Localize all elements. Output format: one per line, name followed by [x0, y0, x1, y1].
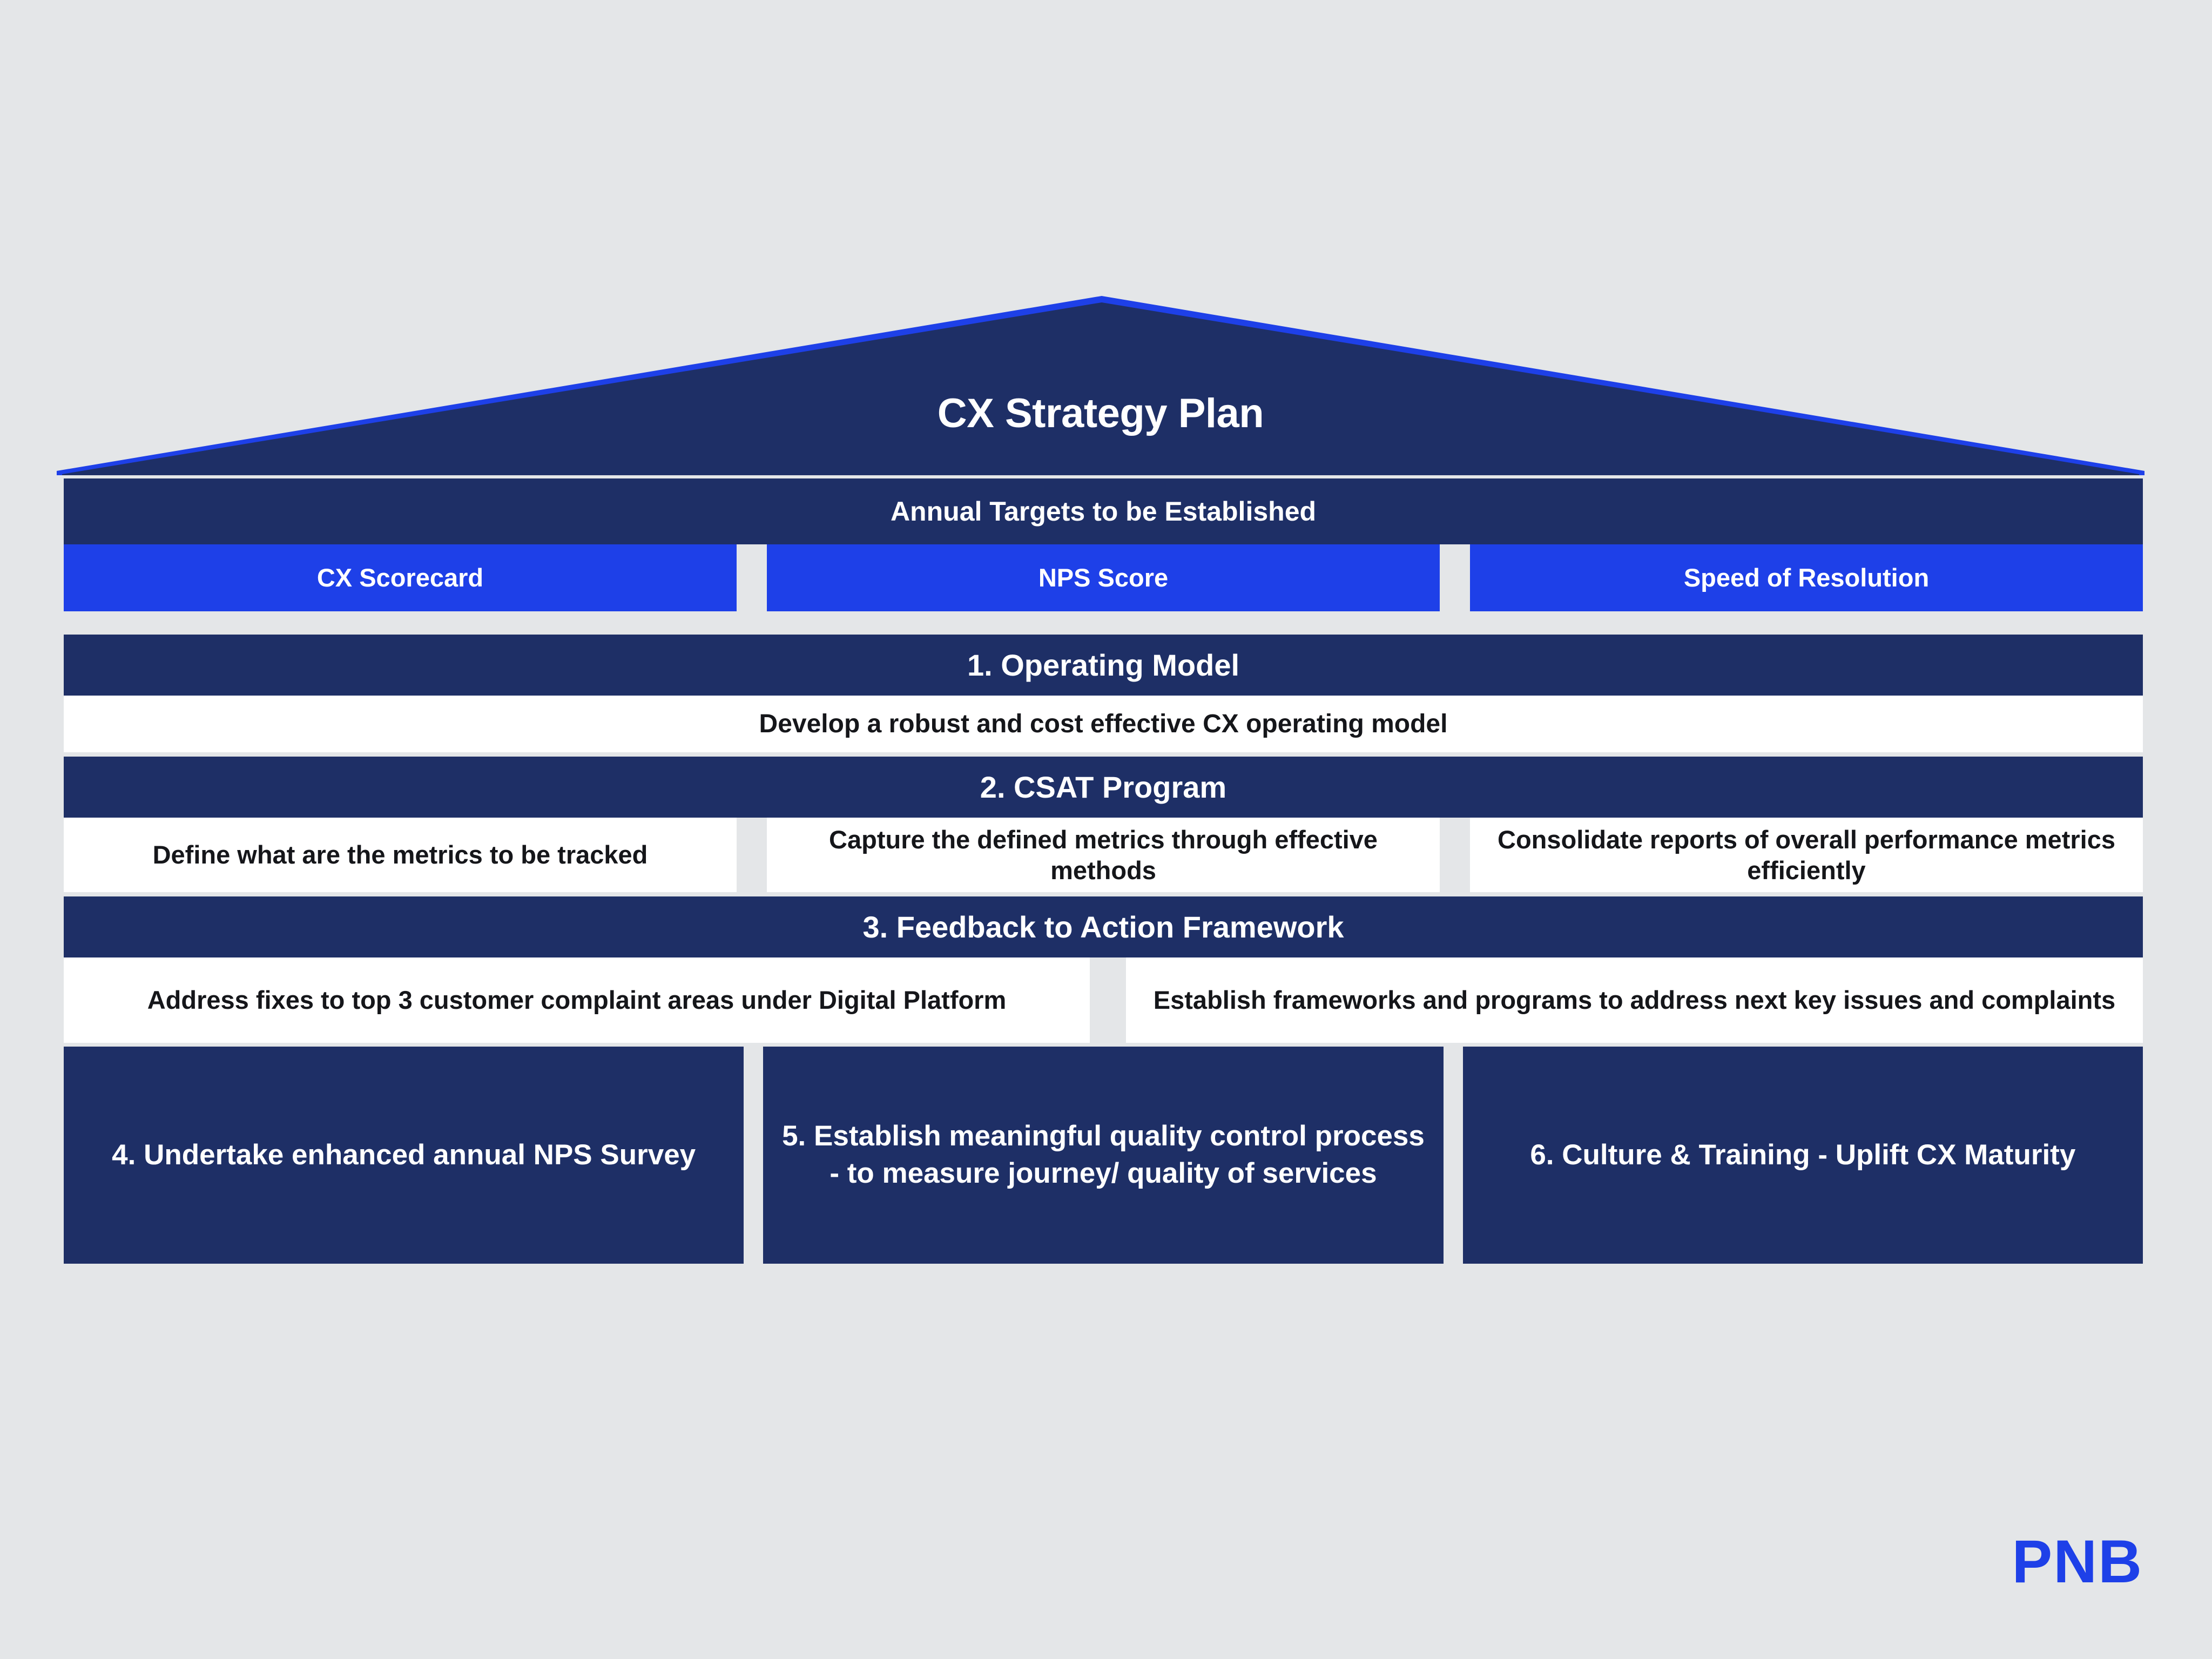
section-header-operating-model: 1. Operating Model — [64, 635, 2143, 696]
roof-shape: CX Strategy Plan — [57, 296, 2144, 475]
kpi-box-cx-scorecard[interactable]: CX Scorecard — [64, 544, 737, 611]
csat-items-row: Define what are the metrics to be tracke… — [64, 818, 2143, 892]
feedback-items-row: Address fixes to top 3 customer complain… — [64, 957, 2143, 1043]
section-header-csat-program: 2. CSAT Program — [64, 757, 2143, 818]
section-item-feedback-1[interactable]: Address fixes to top 3 customer complain… — [64, 957, 1090, 1043]
spacer — [64, 611, 2143, 635]
section-item-csat-3[interactable]: Consolidate reports of overall performan… — [1470, 818, 2143, 892]
kpi-row: CX Scorecard NPS Score Speed of Resoluti… — [64, 544, 2143, 611]
kpi-box-speed-of-resolution[interactable]: Speed of Resolution — [1470, 544, 2143, 611]
section-header-feedback-framework: 3. Feedback to Action Framework — [64, 896, 2143, 957]
pillar-nps-survey[interactable]: 4. Undertake enhanced annual NPS Survey — [64, 1047, 744, 1264]
roof-fill — [62, 302, 2139, 475]
page-title: CX Strategy Plan — [937, 390, 1264, 436]
section-item-operating-model-1[interactable]: Develop a robust and cost effective CX o… — [64, 696, 2143, 752]
section-item-feedback-2[interactable]: Establish frameworks and programs to add… — [1126, 957, 2143, 1043]
kpi-box-nps-score[interactable]: NPS Score — [767, 544, 1440, 611]
spacer — [64, 752, 2143, 757]
pillar-quality-control[interactable]: 5. Establish meaningful quality control … — [763, 1047, 1444, 1264]
section-item-csat-2[interactable]: Capture the defined metrics through effe… — [767, 818, 1440, 892]
annual-targets-header: Annual Targets to be Established — [64, 478, 2143, 544]
pnb-logo: PNB — [2012, 1528, 2143, 1595]
pillars-row: 4. Undertake enhanced annual NPS Survey … — [64, 1047, 2143, 1264]
house-body: Annual Targets to be Established CX Scor… — [64, 478, 2143, 1264]
spacer — [64, 892, 2143, 896]
roof-polygon-svg — [57, 296, 2144, 475]
pillar-culture-training[interactable]: 6. Culture & Training - Uplift CX Maturi… — [1462, 1047, 2143, 1264]
section-item-csat-1[interactable]: Define what are the metrics to be tracke… — [64, 818, 737, 892]
